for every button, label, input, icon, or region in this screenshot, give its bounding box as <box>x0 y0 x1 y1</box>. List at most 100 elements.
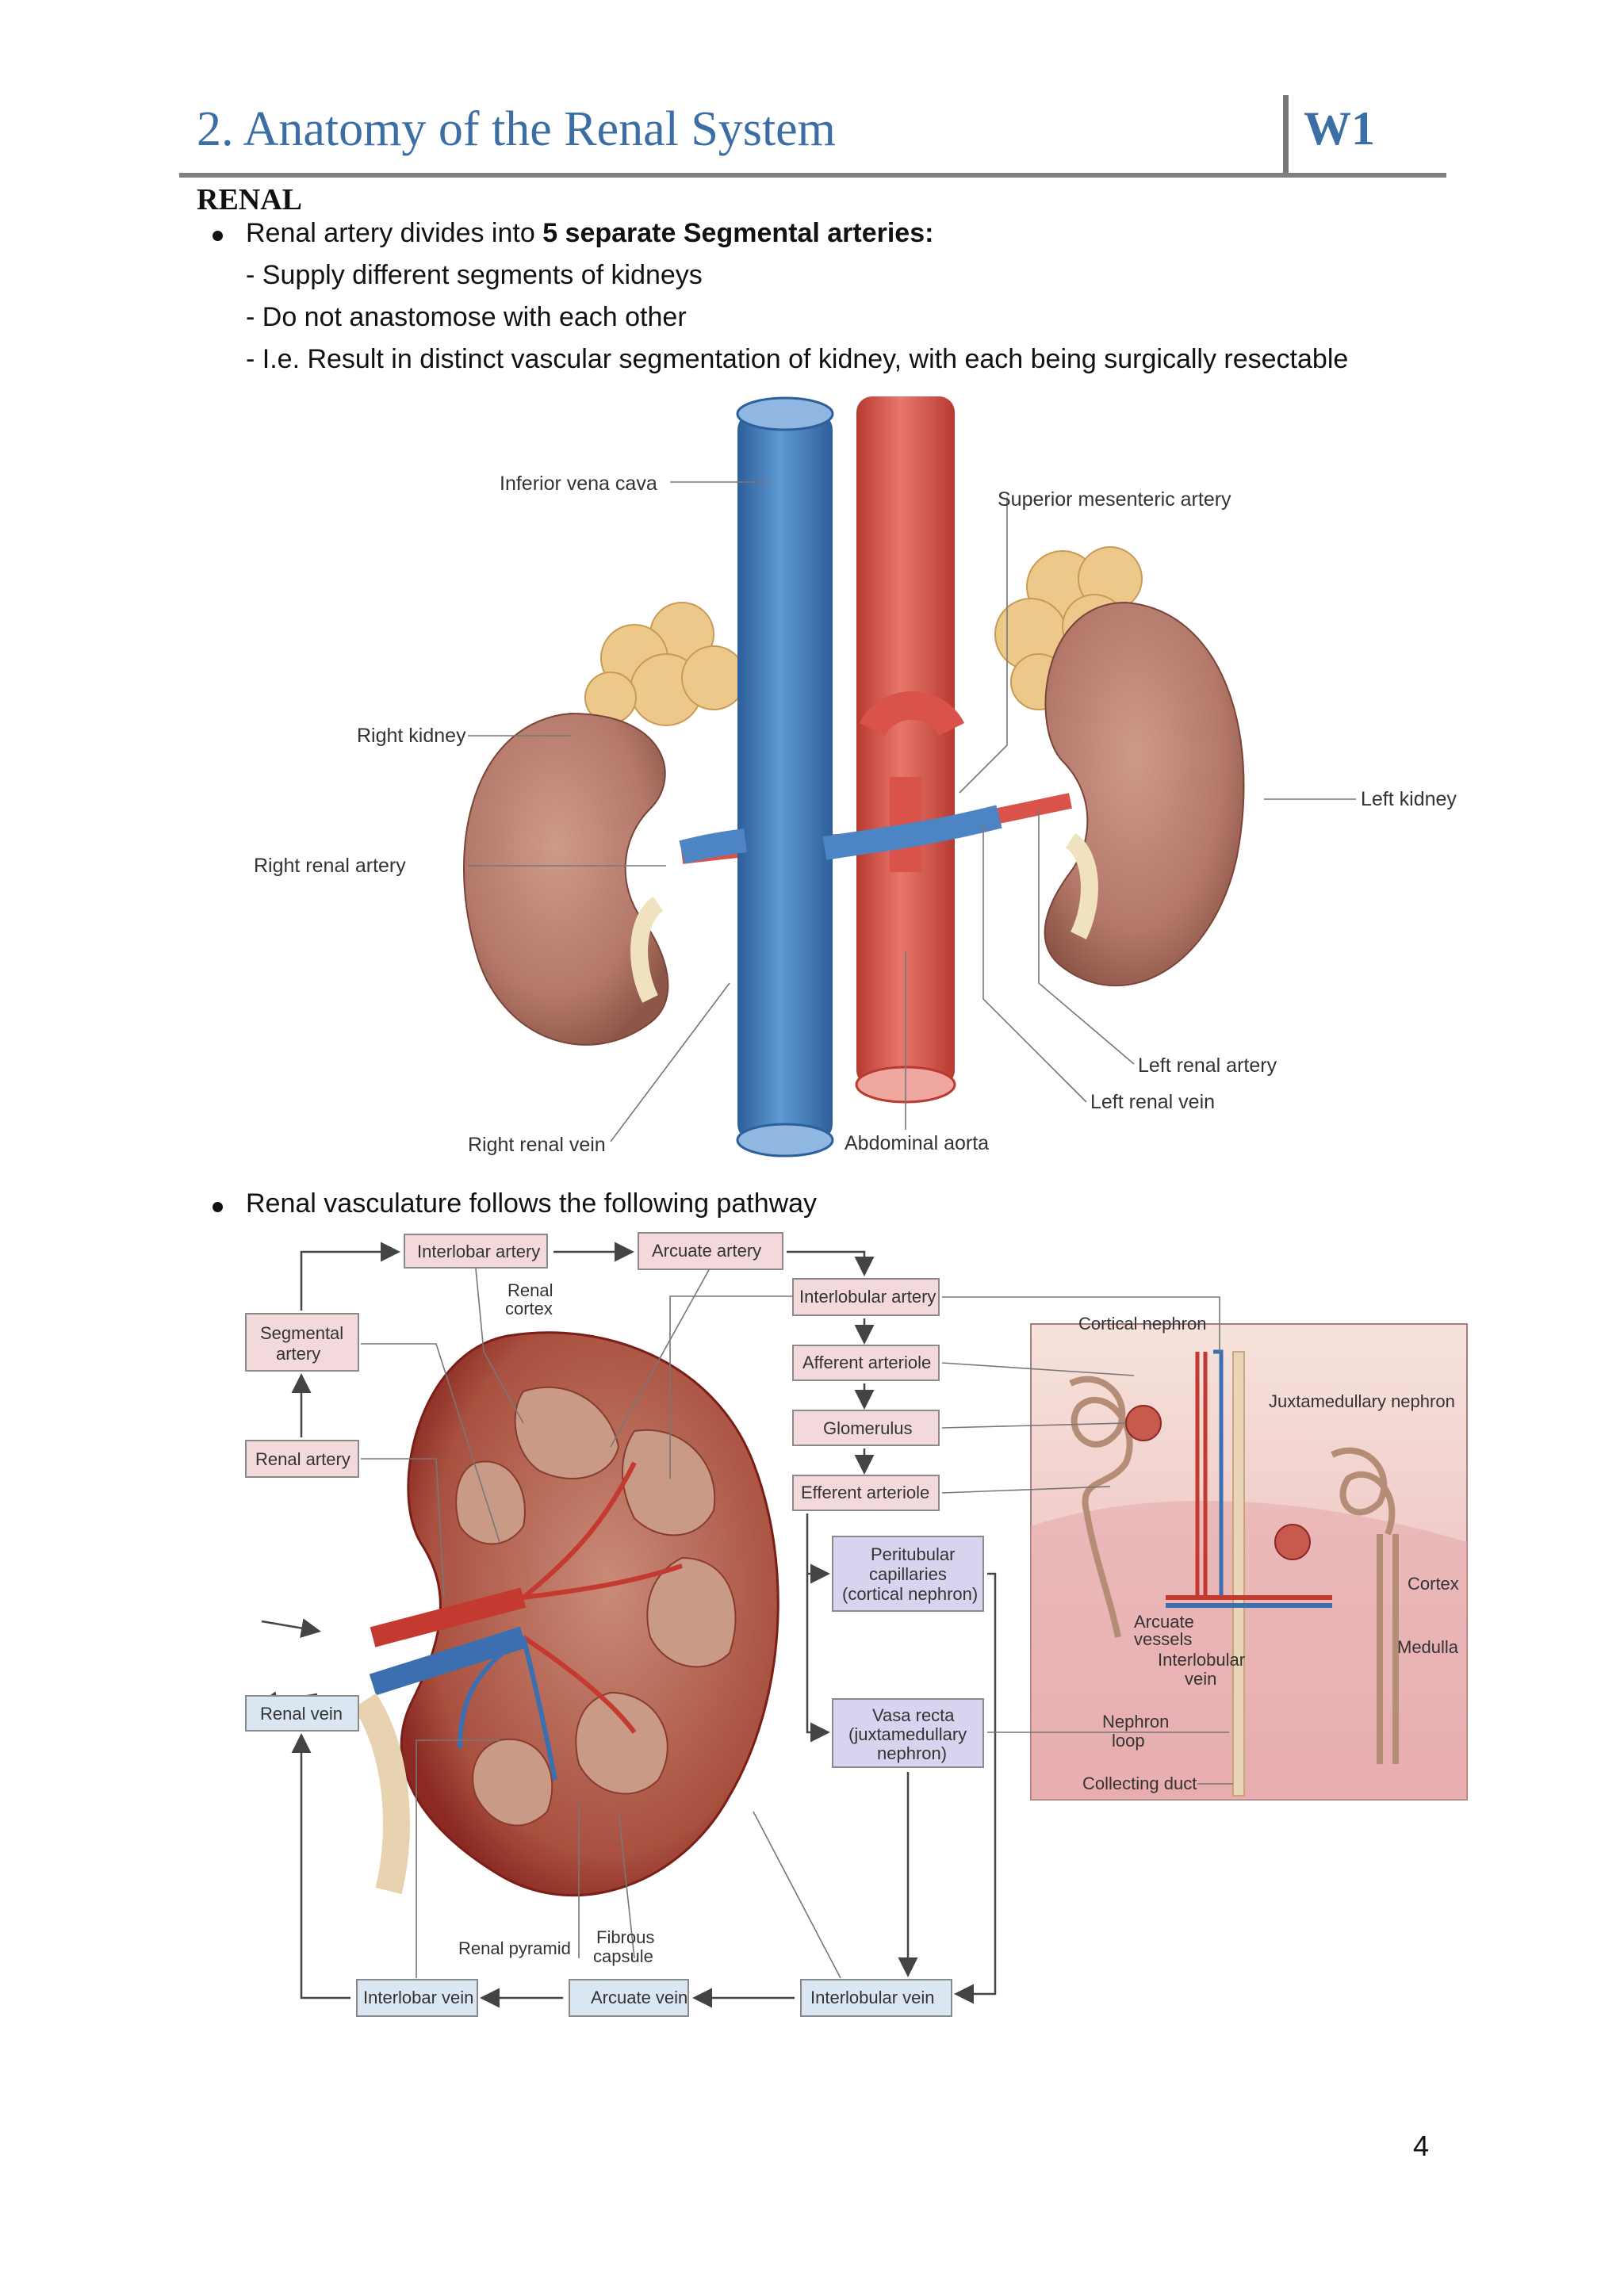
leader-line <box>361 1343 500 1543</box>
week-code: W1 <box>1304 102 1375 155</box>
renal-vein-shape <box>369 1626 527 1696</box>
label-cortical-nephron: Cortical nephron <box>1078 1314 1206 1334</box>
box-interlobular-vein: Interlobular vein <box>800 1979 952 2017</box>
leader-line <box>982 825 1087 1103</box>
svg-text:(cortical nephron): (cortical nephron) <box>842 1584 978 1604</box>
renal-pyramids <box>455 1386 737 1827</box>
box-vasa-recta: Vasa recta (juxtamedullary nephron) <box>832 1698 984 1768</box>
header-rule <box>179 173 1446 178</box>
label-arcuate-vessels: vessels <box>1134 1629 1192 1649</box>
right-renal-vein-shape <box>679 828 747 864</box>
leader-line <box>669 1295 793 1479</box>
svg-text:Interlobar artery: Interlobar artery <box>417 1242 540 1261</box>
label-right-kidney: Right kidney <box>357 725 466 747</box>
box-efferent-arteriole: Efferent arteriole <box>792 1475 940 1511</box>
interlobular-vein-shape <box>1213 1349 1224 1598</box>
juxtamedullary-nephron-shape <box>1331 1447 1399 1764</box>
box-arcuate-vein: Arcuate vein <box>569 1979 689 2017</box>
leader-line <box>361 1458 445 1598</box>
leader-line <box>618 1811 635 1959</box>
leader-line <box>959 497 1008 794</box>
renal-pathway-figure: Interlobar artery Arcuate artery Segment… <box>245 1232 1468 2017</box>
label-medulla: Medulla <box>1397 1637 1459 1657</box>
sub-point: - Do not anastomose with each other <box>246 302 687 332</box>
label-fibrous-capsule: Fibrous <box>596 1927 654 1947</box>
svg-text:Glomerulus: Glomerulus <box>823 1418 912 1438</box>
leader-line <box>416 1739 500 1978</box>
bullet-vasculature: Renal vasculature follows the following … <box>246 1188 818 1219</box>
label-ivc: Inferior vena cava <box>500 473 657 495</box>
renal-artery-shape <box>370 1587 527 1647</box>
interlobar-veins-shape <box>458 1635 557 1781</box>
leader-line <box>941 1486 1111 1494</box>
label-sma: Superior mesenteric artery <box>998 488 1231 511</box>
leader-line <box>475 1268 524 1424</box>
svg-text:capillaries: capillaries <box>869 1564 947 1584</box>
label-interlobular-vein: Interlobular <box>1158 1650 1245 1670</box>
interlobar-arteries-shape <box>522 1461 683 1734</box>
label-left-kidney: Left kidney <box>1361 788 1457 810</box>
aorta-shape <box>856 396 955 1086</box>
arrow-in <box>261 1618 321 1638</box>
celiac-trunk <box>859 691 965 737</box>
label-right-renal-artery: Right renal artery <box>254 855 406 877</box>
cortical-nephron-shape <box>1069 1376 1133 1638</box>
svg-text:Arcuate artery: Arcuate artery <box>652 1241 761 1261</box>
svg-text:Interlobar vein: Interlobar vein <box>363 1988 473 2007</box>
right-ureter <box>630 896 665 1003</box>
arrow <box>787 1250 875 1276</box>
leader-line <box>610 982 730 1142</box>
label-renal-cortex: cortex <box>505 1299 553 1318</box>
leader-line <box>610 1268 710 1448</box>
svg-text:Interlobular artery: Interlobular artery <box>799 1287 936 1307</box>
kidney-vessels-figure: Inferior vena cava Superior mesenteric a… <box>254 396 1457 1158</box>
bullet-dot <box>213 1202 223 1212</box>
arrow <box>300 1242 400 1311</box>
page-number: 4 <box>1413 2130 1430 2162</box>
label-arcuate-vessels: Arcuate <box>1134 1612 1194 1632</box>
box-interlobular-artery: Interlobular artery <box>792 1278 940 1316</box>
label-fibrous-capsule: capsule <box>593 1946 653 1966</box>
arrow <box>954 1572 997 2004</box>
svg-text:Arcuate vein: Arcuate vein <box>591 1988 688 2007</box>
box-arcuate-artery: Arcuate artery <box>638 1232 783 1270</box>
box-renal-vein: Renal vein <box>245 1695 359 1732</box>
bullet-bold-text: 5 separate Segmental arteries: <box>542 218 934 248</box>
box-glomerulus: Glomerulus <box>792 1410 940 1446</box>
box-segmental-artery: Segmental artery <box>245 1313 359 1372</box>
svg-text:Efferent arteriole: Efferent arteriole <box>801 1483 929 1502</box>
svg-text:Vasa recta: Vasa recta <box>872 1705 955 1725</box>
svg-text:Renal vein: Renal vein <box>260 1704 343 1724</box>
glomerulus-shape <box>1125 1405 1162 1441</box>
label-right-renal-vein: Right renal vein <box>468 1134 606 1156</box>
leader-line <box>753 1811 841 1979</box>
svg-text:Segmental: Segmental <box>260 1323 343 1343</box>
box-interlobar-artery: Interlobar artery <box>404 1234 548 1269</box>
leader-line <box>1038 809 1135 1065</box>
label-collecting-duct: Collecting duct <box>1082 1774 1197 1793</box>
svg-text:nephron): nephron) <box>877 1743 947 1763</box>
box-peritubular-capillaries: Peritubular capillaries (cortical nephro… <box>832 1536 984 1612</box>
svg-text:(juxtamedullary: (juxtamedullary <box>848 1724 967 1744</box>
header-separator <box>1283 95 1289 174</box>
svg-text:artery: artery <box>276 1344 320 1364</box>
sub-point: - I.e. Result in distinct vascular segme… <box>246 344 1349 374</box>
collecting-duct-shape <box>1232 1351 1245 1797</box>
leader-line <box>941 1422 1127 1429</box>
label-cortex: Cortex <box>1408 1574 1459 1594</box>
glomerulus-shape <box>1274 1524 1311 1560</box>
bullet-renal-artery: Renal artery divides into 5 separate Seg… <box>246 218 933 249</box>
label-renal-pyramid: Renal pyramid <box>458 1938 571 1958</box>
right-kidney-shape <box>463 712 669 1046</box>
bullet-text: Renal artery divides into <box>246 218 543 248</box>
box-interlobar-vein: Interlobar vein <box>356 1979 478 2017</box>
label-renal-cortex: Renal <box>508 1280 553 1300</box>
label-juxtamedullary-nephron: Juxtamedullary nephron <box>1269 1391 1455 1411</box>
svg-text:Renal artery: Renal artery <box>255 1449 350 1469</box>
interlobular-artery-shape <box>1195 1352 1208 1598</box>
label-nephron-loop: loop <box>1112 1731 1145 1751</box>
page-title: 2. Anatomy of the Renal System <box>197 102 836 156</box>
bullet-dot <box>213 231 223 241</box>
label-left-renal-vein: Left renal vein <box>1090 1091 1215 1113</box>
arrow <box>806 1574 830 1743</box>
